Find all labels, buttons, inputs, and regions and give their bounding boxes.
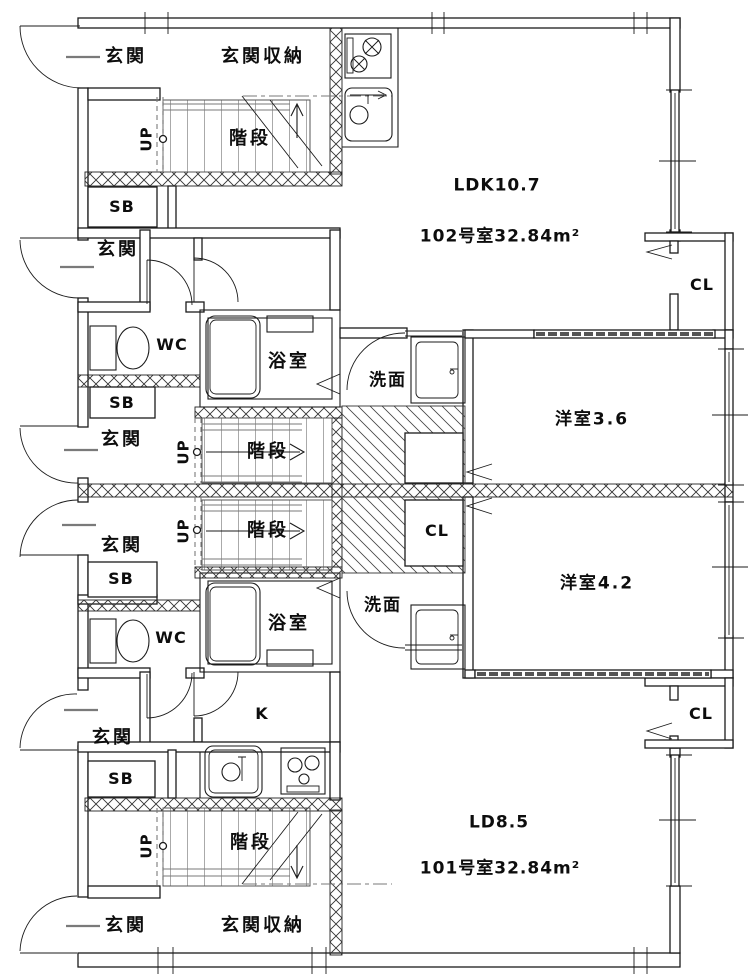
label-unit-name-102: 102号室32.84m² bbox=[419, 226, 581, 247]
bathtub-icon-101 bbox=[205, 582, 314, 667]
label-kitchen-101: K bbox=[255, 704, 269, 723]
toilet-icon-101 bbox=[89, 618, 150, 664]
label-unit-name-101: 101号室32.84m² bbox=[419, 858, 581, 879]
label-washroom-102: 洗面 bbox=[369, 370, 407, 391]
label-up-bottom: UP bbox=[137, 833, 156, 859]
label-genkan-mid-lower: 玄関 bbox=[101, 535, 143, 556]
label-stairs-top: 階段 bbox=[229, 128, 271, 149]
label-closet-mid: CL bbox=[425, 521, 449, 540]
central-shaft bbox=[341, 405, 466, 574]
label-genkan-hall-bottom: 玄関 bbox=[105, 915, 147, 936]
window-room42-east bbox=[712, 501, 748, 639]
window-ld-east bbox=[659, 754, 696, 887]
vanity-icon-101 bbox=[410, 604, 466, 670]
bathtub-icon-102 bbox=[205, 315, 314, 399]
sliding-door-room36 bbox=[533, 329, 716, 339]
label-sb-2: SB bbox=[109, 393, 135, 412]
label-genkan-101: 玄関 bbox=[92, 727, 134, 748]
label-closet-top: CL bbox=[690, 275, 714, 294]
label-up-mid-lower: UP bbox=[174, 518, 193, 544]
shoe-box-outlines bbox=[87, 186, 158, 798]
label-closet-bottom: CL bbox=[689, 704, 713, 723]
label-genkan-102: 玄関 bbox=[97, 239, 139, 260]
label-genkan-hall-top: 玄関 bbox=[105, 46, 147, 67]
label-wc-101: WC bbox=[155, 628, 187, 647]
label-sb-1: SB bbox=[109, 197, 135, 216]
sliding-door-room42 bbox=[474, 669, 712, 679]
entry-door-arcs bbox=[19, 25, 82, 954]
closet-and-room-walls bbox=[339, 232, 734, 749]
label-ldk-102: LDK10.7 bbox=[453, 175, 541, 196]
vanity-icon-102 bbox=[410, 336, 466, 404]
kitchen-sink-icon-102 bbox=[344, 87, 393, 142]
label-sb-3: SB bbox=[108, 569, 134, 588]
label-genkan-storage-bottom: 玄関収納 bbox=[221, 915, 305, 936]
label-genkan-storage-top: 玄関収納 bbox=[221, 46, 305, 67]
label-ld-101: LD8.5 bbox=[468, 812, 530, 833]
toilet-icon-102 bbox=[89, 325, 150, 371]
genkan-step-lines bbox=[60, 55, 100, 928]
label-stairs-bottom: 階段 bbox=[230, 832, 272, 853]
stove-icon-101 bbox=[280, 747, 326, 795]
staircase-mid-lower bbox=[192, 497, 333, 571]
label-western-room-42: 洋室4.2 bbox=[559, 573, 635, 594]
wall-joint-ticks bbox=[144, 12, 648, 974]
label-genkan-mid-upper: 玄関 bbox=[101, 429, 143, 450]
label-wc-102: WC bbox=[156, 335, 188, 354]
label-bathroom-102: 浴室 bbox=[268, 351, 310, 372]
folding-door-marks bbox=[315, 244, 673, 740]
label-washroom-101: 洗面 bbox=[364, 595, 402, 616]
window-ldk-east bbox=[659, 89, 696, 233]
kitchen-counter-102 bbox=[342, 28, 399, 148]
staircase-mid-upper bbox=[192, 417, 333, 484]
label-stairs-mid-upper: 階段 bbox=[247, 441, 289, 462]
label-up-top: UP bbox=[137, 126, 156, 152]
label-sb-4: SB bbox=[108, 769, 134, 788]
kitchen-sink-icon-101 bbox=[204, 745, 263, 798]
window-room36-east bbox=[712, 348, 748, 486]
firewall-hatch bbox=[77, 27, 734, 956]
staircase-top bbox=[156, 95, 323, 173]
label-up-mid-upper: UP bbox=[174, 439, 193, 465]
stove-icon-102 bbox=[344, 33, 392, 79]
label-bathroom-101: 浴室 bbox=[268, 613, 310, 634]
label-stairs-mid-lower: 階段 bbox=[247, 520, 289, 541]
staircase-bottom bbox=[156, 807, 323, 887]
label-western-room-36: 洋室3.6 bbox=[554, 409, 630, 430]
interior-door-arcs bbox=[146, 257, 462, 719]
